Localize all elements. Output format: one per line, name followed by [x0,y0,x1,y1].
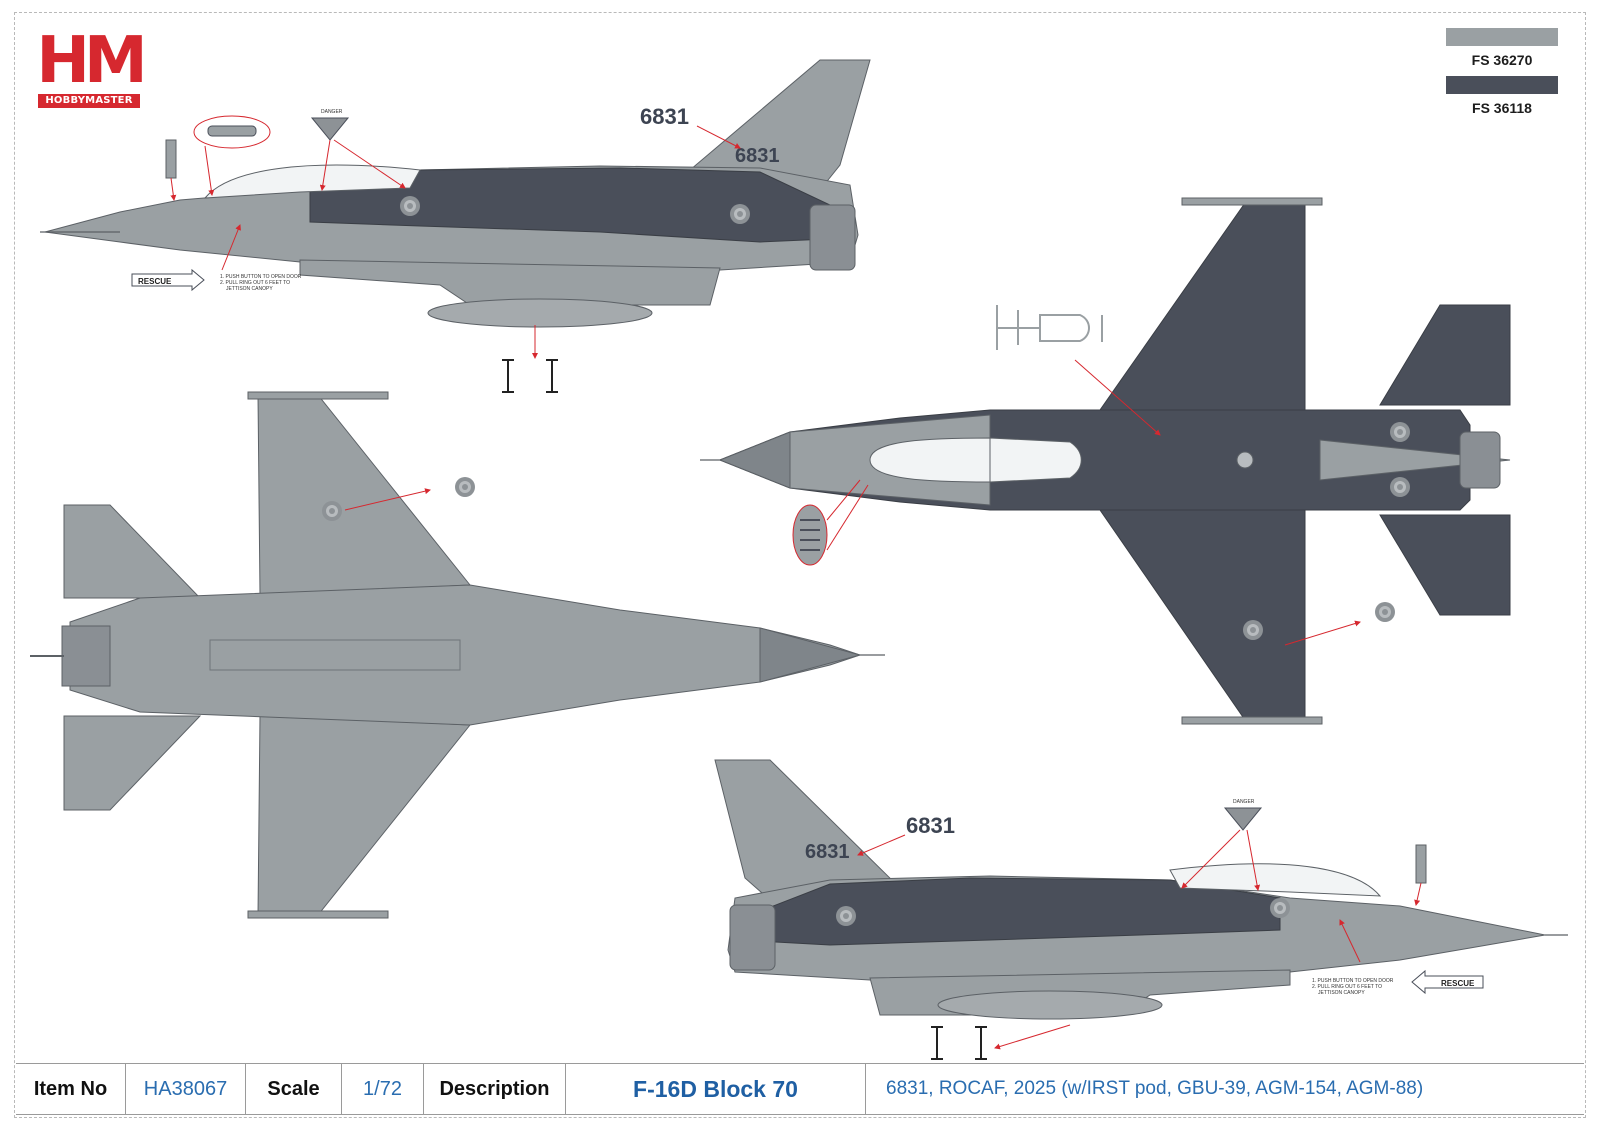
tail-number-callout-left: 6831 [640,104,689,129]
tail-number-callout-right: 6831 [906,813,955,838]
model-description: 6831, ROCAF, 2025 (w/IRST pod, GBU-39, A… [886,1078,1424,1099]
rescue-note-3-left: JETTISON CANOPY [226,286,273,292]
rescue-label-right: RESCUE [1441,979,1475,988]
fuel-tank-left [427,298,653,328]
swatch-label-fs36118: FS 36118 [1472,100,1532,116]
swatch-fs36270 [1446,28,1558,46]
hstab-top-lower [1379,514,1511,616]
scale-label: Scale [246,1064,342,1114]
rescue-note-3-right: JETTISON CANOPY [1318,990,1365,996]
wing-top-upper [1099,202,1306,416]
hstab-bottom-lower [63,715,202,811]
rescue-arrow-right [1411,969,1484,995]
side-profile-left: 6831 6831 DANGER RESCUE 1. PUSH BUTTON T… [40,59,871,393]
logo-subtitle: HOBBYMASTER [38,94,140,108]
scale-value: 1/72 [342,1064,424,1114]
pylons-left [502,359,558,393]
hstab-top-upper [1379,304,1511,406]
canopy-right [1169,863,1382,897]
rescue-label-left: RESCUE [138,277,172,286]
canopy-left [203,164,421,199]
ventral-area-left [299,259,721,306]
danger-triangle-left [310,117,350,141]
canopy-top [869,437,1082,483]
item-no-value: HA38067 [126,1064,246,1114]
item-no-label: Item No [16,1064,126,1114]
bottom-view [30,391,885,919]
canopy-detail-top [996,305,1103,350]
hstab-bottom-upper [63,504,202,599]
top-view [700,197,1511,725]
rescue-note-2-left: 2. PULL RING OUT 6 FEET TO [220,280,290,286]
hobbymaster-logo: HM HOBBYMASTER [34,24,148,112]
rescue-note-2-right: 2. PULL RING OUT 6 FEET TO [1312,984,1382,990]
info-bar: Item No HA38067 Scale 1/72 Description F… [16,1063,1584,1115]
detail-bubble-left [193,115,271,149]
model-title: F-16D Block 70 [566,1064,866,1114]
wing-bottom-upper [257,394,472,596]
rescue-note-1-right: 1. PUSH BUTTON TO OPEN DOOR [1312,978,1394,984]
vents-bubble-top [792,504,828,566]
tail-number-left: 6831 [735,145,780,167]
wing-bottom-lower [257,714,472,916]
tail-number-right: 6831 [805,841,850,863]
swatch-label-fs36270: FS 36270 [1471,52,1533,68]
fuel-tank-right [937,990,1163,1020]
description-label: Description [424,1064,566,1114]
wing-top-lower [1099,504,1306,721]
danger-label-left: DANGER [321,109,343,115]
pylons-right [931,1026,987,1060]
swatch-fs36118 [1446,76,1558,94]
logo-letters: HM [36,24,147,98]
rescue-arrow-left [131,268,205,292]
fuselage-bottom [69,584,862,726]
danger-label-right: DANGER [1233,799,1255,805]
side-profile-right: 6831 6831 DANGER RESCUE 1. PUSH BUTTON T… [714,759,1568,1060]
sheet-border [14,12,1586,1118]
rescue-note-1-left: 1. PUSH BUTTON TO OPEN DOOR [220,274,302,280]
danger-triangle-right [1223,807,1263,831]
